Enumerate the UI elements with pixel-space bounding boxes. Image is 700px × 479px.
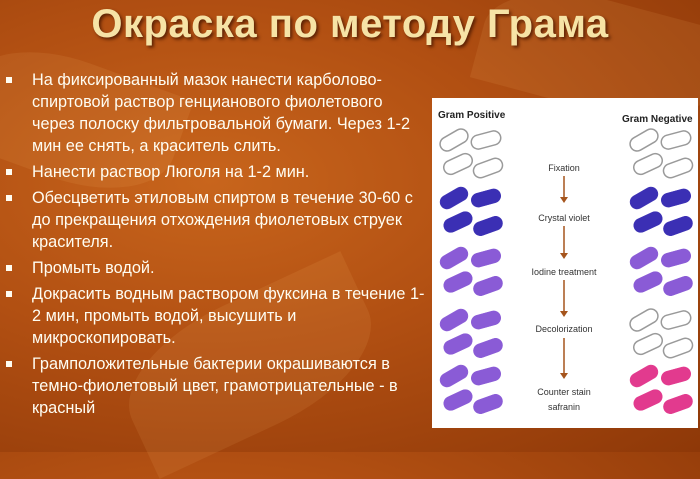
step-iodine-treatment: Iodine treatment (531, 267, 597, 277)
gram-positive-cell (472, 157, 504, 179)
gram-negative-cell (661, 366, 691, 386)
gram-stain-diagram-svg: Gram Positive Gram Negative Fixation Cry… (438, 110, 694, 414)
gram-positive-cell (439, 364, 469, 388)
gram-positive-cell (439, 246, 469, 270)
list-item: Обесцветить этиловым спиртом в течение 3… (6, 187, 426, 253)
gram-negative-cell (661, 188, 691, 208)
step-counter-stain: Counter stain (537, 387, 591, 397)
gram-negative-cell (633, 271, 663, 293)
bullet-marker (6, 361, 12, 367)
gram-positive-cell (439, 128, 469, 152)
gram-negative-cell (629, 246, 659, 270)
list-item: Промыть водой. (6, 257, 426, 279)
list-item-text: Нанести раствор Люголя на 1-2 мин. (32, 163, 310, 181)
arrow-head-icon (560, 373, 568, 379)
gram-stain-diagram: Gram Positive Gram Negative Fixation Cry… (432, 98, 698, 428)
list-item: На фиксированный мазок нанести карболово… (6, 69, 426, 157)
arrow-head-icon (560, 197, 568, 203)
gram-negative-cell (663, 216, 693, 236)
gram-negative-cell (629, 308, 659, 332)
arrow-head-icon (560, 253, 568, 259)
gram-positive-cell (473, 216, 503, 236)
gram-positive-header: Gram Positive (438, 110, 506, 121)
gram-positive-cell (470, 130, 502, 150)
gram-positive-cell (443, 211, 473, 233)
gram-positive-cell (442, 152, 474, 176)
arrow-head-icon (560, 311, 568, 317)
step-counter-stain-sub: safranin (548, 402, 580, 412)
gram-positive-cell (473, 394, 503, 414)
gram-positive-cell (471, 248, 501, 268)
gram-positive-cell (471, 310, 501, 330)
step-fixation: Fixation (548, 163, 580, 173)
step-crystal-violet: Crystal violet (538, 213, 590, 223)
gram-negative-cell (632, 152, 664, 176)
gram-positive-cell (443, 271, 473, 293)
step-arrows (560, 176, 568, 379)
list-item: Нанести раствор Люголя на 1-2 мин. (6, 161, 426, 183)
gram-negative-cell (662, 157, 694, 179)
bullet-marker (6, 265, 12, 271)
gram-negative-cell (632, 332, 664, 356)
gram-negative-cell (660, 310, 692, 330)
instruction-list: На фиксированный мазок нанести карболово… (6, 69, 426, 423)
gram-negative-cell (633, 211, 663, 233)
gram-negative-cell (633, 389, 663, 411)
gram-negative-header: Gram Negative (622, 114, 693, 125)
step-decolorization: Decolorization (535, 324, 592, 334)
gram-positive-cell (471, 188, 501, 208)
gram-negative-cell (629, 186, 659, 210)
gram-positive-cell (473, 338, 503, 358)
list-item-text: Грамположительные бактерии окрашиваются … (32, 355, 398, 417)
list-item-text: Докрасить водным раствором фуксина в теч… (32, 285, 425, 347)
bullet-marker (6, 195, 12, 201)
gram-negative-cell (629, 128, 659, 152)
gram-positive-cell (443, 389, 473, 411)
gram-negative-cell (629, 364, 659, 388)
gram-negative-cell (660, 130, 692, 150)
gram-positive-cell (471, 366, 501, 386)
gram-negative-cell (663, 394, 693, 414)
gram-negative-cell (663, 276, 693, 296)
bullet-marker (6, 77, 12, 83)
gram-positive-cell (439, 186, 469, 210)
gram-positive-cell (439, 308, 469, 332)
page-title: Окраска по методу Грама (91, 2, 609, 46)
gram-negative-cell (661, 248, 691, 268)
list-item-text: На фиксированный мазок нанести карболово… (32, 71, 411, 155)
list-item-text: Обесцветить этиловым спиртом в течение 3… (32, 189, 413, 251)
bacteria-cells (439, 128, 694, 414)
gram-positive-cell (443, 333, 473, 355)
list-item-text: Промыть водой. (32, 259, 155, 277)
bullet-marker (6, 169, 12, 175)
list-item: Грамположительные бактерии окрашиваются … (6, 353, 426, 419)
list-item: Докрасить водным раствором фуксина в теч… (6, 283, 426, 349)
bullet-marker (6, 291, 12, 297)
gram-positive-cell (473, 276, 503, 296)
gram-negative-cell (662, 337, 694, 359)
